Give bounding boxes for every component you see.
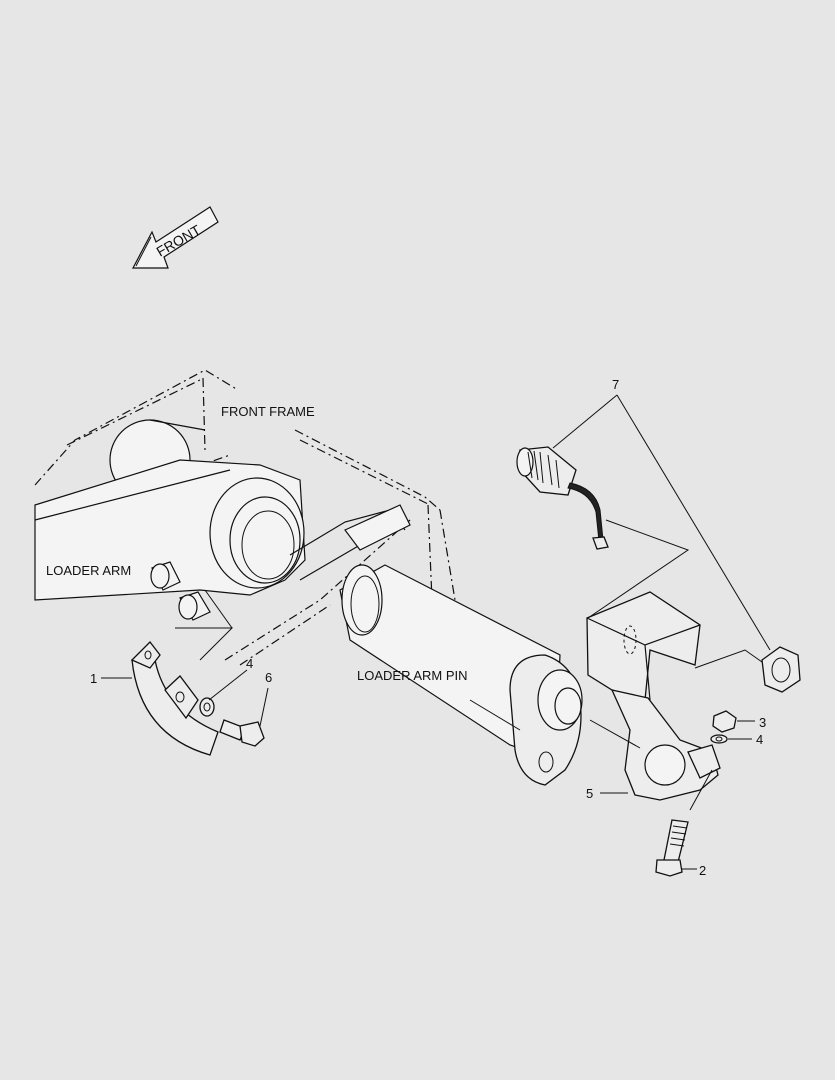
part-4-washer-right (710, 734, 728, 744)
front-direction-arrow: FRONT (132, 206, 219, 269)
part-4-washer-left (199, 697, 215, 717)
callout-6: 6 (265, 670, 272, 685)
callout-2: 2 (699, 863, 706, 878)
front-frame-label: FRONT FRAME (221, 404, 315, 419)
callout-7: 7 (612, 377, 619, 392)
loader-arm-body (34, 459, 411, 601)
callout-4-right: 4 (756, 732, 763, 747)
loader-arm-pin (339, 564, 583, 786)
bushing-upper (150, 561, 181, 591)
callout-4-left: 4 (246, 656, 253, 671)
loader-arm-pin-label: LOADER ARM PIN (357, 668, 468, 683)
leader-lines (101, 394, 771, 870)
part-6-bolt (219, 719, 265, 747)
part-3-nut (712, 710, 737, 733)
callout-3: 3 (759, 715, 766, 730)
loader-arm-label: LOADER ARM (46, 563, 131, 578)
part-5-bracket (586, 591, 721, 801)
part-7-sensor (516, 446, 609, 550)
callout-5: 5 (586, 786, 593, 801)
bushing-lower (178, 591, 211, 621)
part-2-bolt (655, 819, 689, 877)
part-1-clip (130, 641, 219, 756)
part-7-nut (761, 646, 801, 693)
callout-1: 1 (90, 671, 97, 686)
